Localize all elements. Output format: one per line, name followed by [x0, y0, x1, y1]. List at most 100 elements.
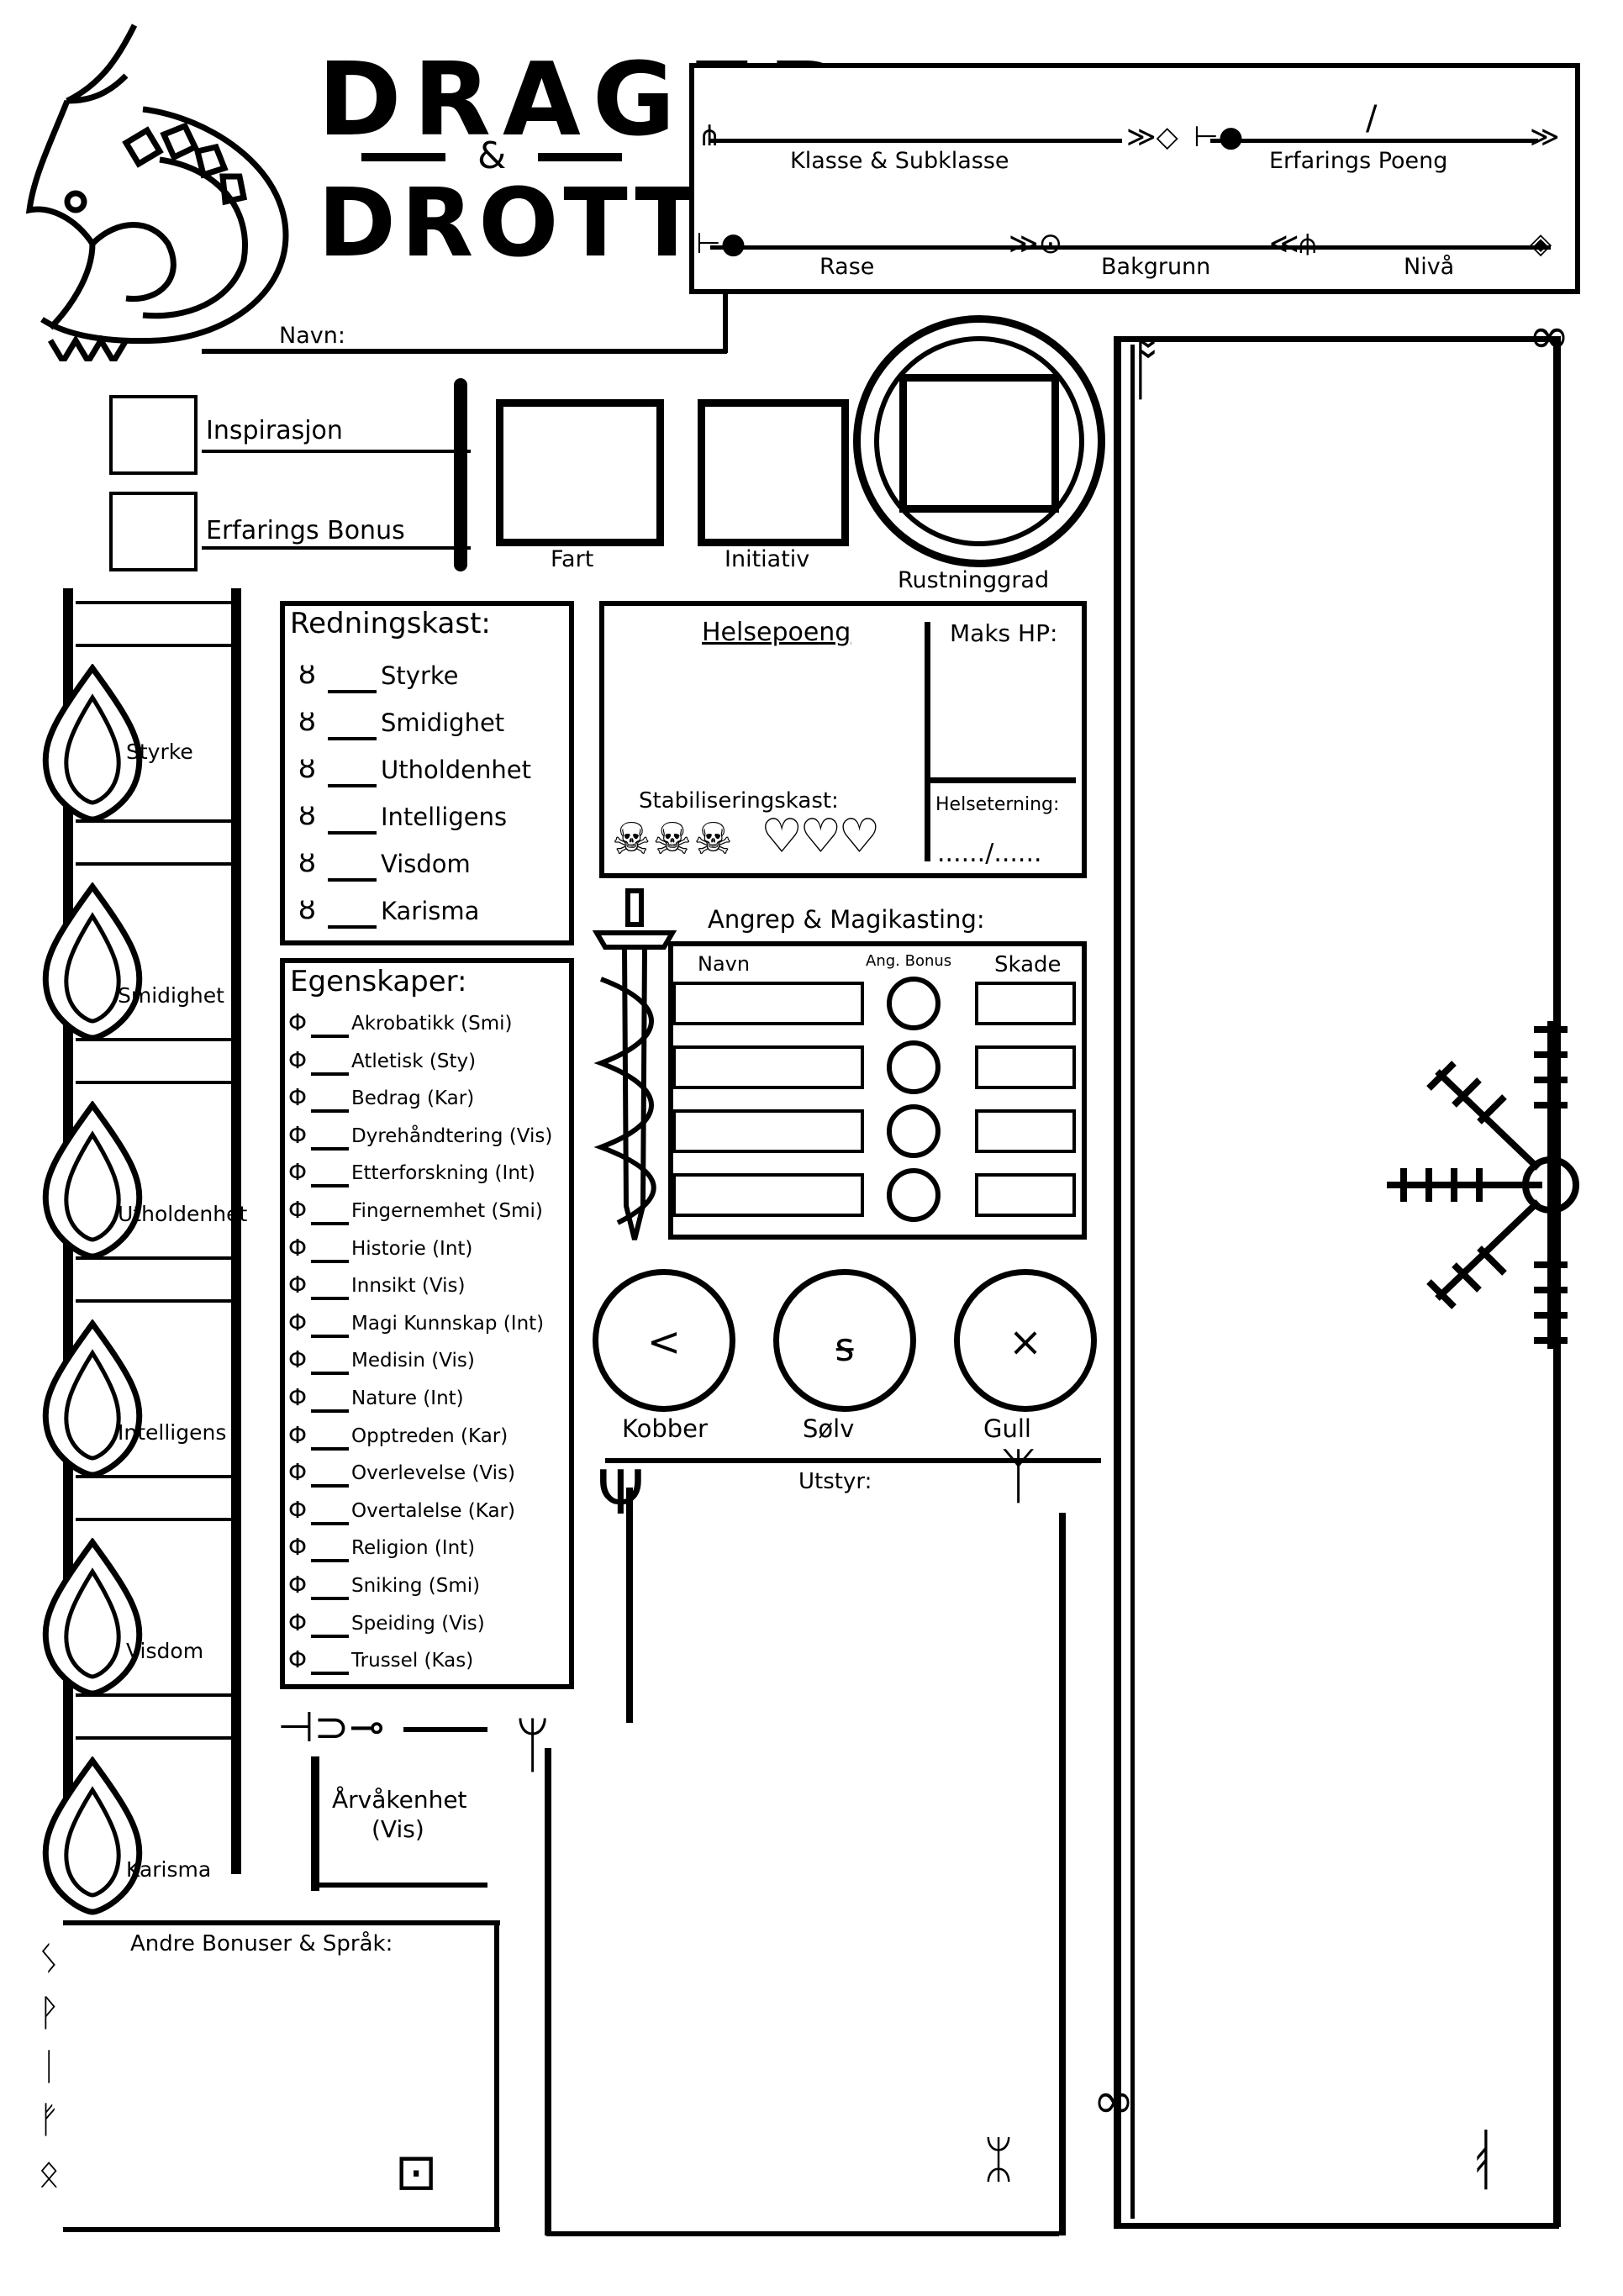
skill-proficiency-icon[interactable]: Φ — [288, 1571, 308, 1598]
death-save-successes-icon[interactable]: ♡♡♡ — [761, 809, 881, 864]
skill-proficiency-icon[interactable]: Φ — [288, 1420, 308, 1449]
attack-name-input[interactable] — [672, 982, 864, 1025]
ability-modifier-box[interactable] — [76, 601, 231, 647]
ability-score-input[interactable] — [59, 1151, 143, 1202]
other-label: Andre Bonuser & Språk: — [130, 1931, 393, 1956]
ability-score-input[interactable] — [59, 1807, 143, 1857]
skill-value-input[interactable] — [311, 1280, 349, 1301]
attack-bonus-input[interactable] — [887, 1104, 941, 1158]
save-proficiency-icon[interactable]: ȣ — [298, 798, 316, 832]
save-proficiency-icon[interactable]: ȣ — [298, 657, 316, 691]
notes-top-border — [1114, 336, 1559, 342]
coin-circle[interactable]: ꟊ — [773, 1269, 916, 1412]
skill-label: Etterforskning (Int) — [351, 1162, 535, 1185]
skill-value-input[interactable] — [311, 1318, 349, 1338]
ability-modifier-box[interactable] — [76, 1693, 231, 1740]
coin-label: Kobber — [622, 1414, 708, 1443]
skill-proficiency-icon[interactable]: Φ — [288, 1533, 308, 1561]
background-input[interactable] — [1059, 202, 1278, 242]
skill-value-input[interactable] — [311, 1542, 349, 1563]
death-save-failures-icon[interactable]: ☠☠☠ — [612, 814, 735, 865]
skill-proficiency-icon[interactable]: Φ — [288, 1646, 308, 1674]
skill-proficiency-icon[interactable]: Φ — [288, 1345, 308, 1374]
skill-proficiency-icon[interactable]: Φ — [288, 1458, 308, 1487]
skill-proficiency-icon[interactable]: Φ — [288, 1045, 308, 1074]
armor-class-box[interactable] — [899, 374, 1059, 513]
skill-proficiency-icon[interactable]: Φ — [288, 1008, 308, 1036]
skill-value-input[interactable] — [311, 1018, 349, 1038]
hp-current-input[interactable] — [614, 660, 916, 777]
save-proficiency-icon[interactable]: ȣ — [298, 893, 316, 926]
skill-value-input[interactable] — [311, 1355, 349, 1376]
attack-name-input[interactable] — [672, 1045, 864, 1089]
attack-damage-input[interactable] — [975, 1173, 1076, 1217]
save-value-input[interactable] — [328, 668, 377, 693]
ability-modifier-box[interactable] — [76, 1038, 231, 1084]
xp-input[interactable] — [1227, 92, 1530, 134]
skill-proficiency-icon[interactable]: Φ — [288, 1196, 308, 1224]
skill-value-input[interactable] — [311, 1618, 349, 1638]
save-value-input[interactable] — [328, 762, 377, 787]
name-input[interactable] — [353, 311, 714, 346]
attack-name-input[interactable] — [672, 1173, 864, 1217]
attack-bonus-input[interactable] — [887, 977, 941, 1030]
skill-value-input[interactable] — [311, 1093, 349, 1114]
skill-value-input[interactable] — [311, 1205, 349, 1225]
skill-proficiency-icon[interactable]: Φ — [288, 1495, 308, 1524]
skill-proficiency-icon[interactable]: Φ — [288, 1608, 308, 1636]
knot-bottom-icon: ∞ — [1093, 2072, 1135, 2130]
skill-value-input[interactable] — [311, 1056, 349, 1076]
coin-circle[interactable]: < — [593, 1269, 735, 1412]
attack-damage-input[interactable] — [975, 1045, 1076, 1089]
attack-damage-input[interactable] — [975, 982, 1076, 1025]
skills-title: Egenskaper: — [290, 965, 467, 998]
skill-value-input[interactable] — [311, 1243, 349, 1263]
level-input[interactable] — [1345, 202, 1513, 242]
ability-modifier-box[interactable] — [76, 819, 231, 866]
save-proficiency-icon[interactable]: ȣ — [298, 845, 316, 879]
save-value-input[interactable] — [328, 903, 377, 929]
inspiration-box[interactable] — [109, 395, 198, 475]
skill-value-input[interactable] — [311, 1467, 349, 1488]
attack-bonus-input[interactable] — [887, 1040, 941, 1094]
skill-value-input[interactable] — [311, 1505, 349, 1525]
ability-score-input[interactable] — [59, 714, 143, 765]
skill-proficiency-icon[interactable]: Φ — [288, 1233, 308, 1261]
hit-dice-value[interactable]: ....../...... — [937, 839, 1042, 868]
equipment-corner-icon: ᛯ — [983, 2130, 1014, 2189]
equipment-input[interactable] — [563, 1504, 1042, 2219]
ability-score-input[interactable] — [59, 1370, 143, 1420]
initiative-box[interactable] — [698, 399, 849, 546]
skill-proficiency-icon[interactable]: Φ — [288, 1083, 308, 1112]
skill-value-input[interactable] — [311, 1130, 349, 1151]
skill-value-input[interactable] — [311, 1580, 349, 1600]
skill-proficiency-icon[interactable]: Φ — [288, 1271, 308, 1299]
skill-value-input[interactable] — [311, 1167, 349, 1188]
skill-proficiency-icon[interactable]: Φ — [288, 1158, 308, 1187]
attack-name-input[interactable] — [672, 1109, 864, 1153]
proficiency-box[interactable] — [109, 492, 198, 571]
skill-proficiency-icon[interactable]: Φ — [288, 1308, 308, 1336]
save-proficiency-icon[interactable]: ȣ — [298, 704, 316, 738]
class-input[interactable] — [740, 92, 1109, 134]
ability-score-input[interactable] — [59, 1588, 143, 1639]
notes-input[interactable] — [1143, 353, 1538, 2202]
ability-score-input[interactable] — [59, 933, 143, 983]
skill-value-input[interactable] — [311, 1393, 349, 1413]
save-value-input[interactable] — [328, 809, 377, 835]
ability-modifier-box[interactable] — [76, 1256, 231, 1303]
save-value-input[interactable] — [328, 856, 377, 882]
skill-value-input[interactable] — [311, 1655, 349, 1676]
saving-throws-title: Redningskast: — [290, 607, 491, 640]
speed-box[interactable] — [496, 399, 664, 546]
skill-proficiency-icon[interactable]: Φ — [288, 1120, 308, 1149]
coin-circle[interactable]: × — [954, 1269, 1097, 1412]
save-proficiency-icon[interactable]: ȣ — [298, 751, 316, 785]
skill-proficiency-icon[interactable]: Φ — [288, 1383, 308, 1411]
attack-damage-input[interactable] — [975, 1109, 1076, 1153]
save-value-input[interactable] — [328, 715, 377, 740]
attack-bonus-input[interactable] — [887, 1168, 941, 1222]
skill-value-input[interactable] — [311, 1430, 349, 1451]
ability-modifier-box[interactable] — [76, 1475, 231, 1521]
race-input[interactable] — [756, 202, 992, 242]
